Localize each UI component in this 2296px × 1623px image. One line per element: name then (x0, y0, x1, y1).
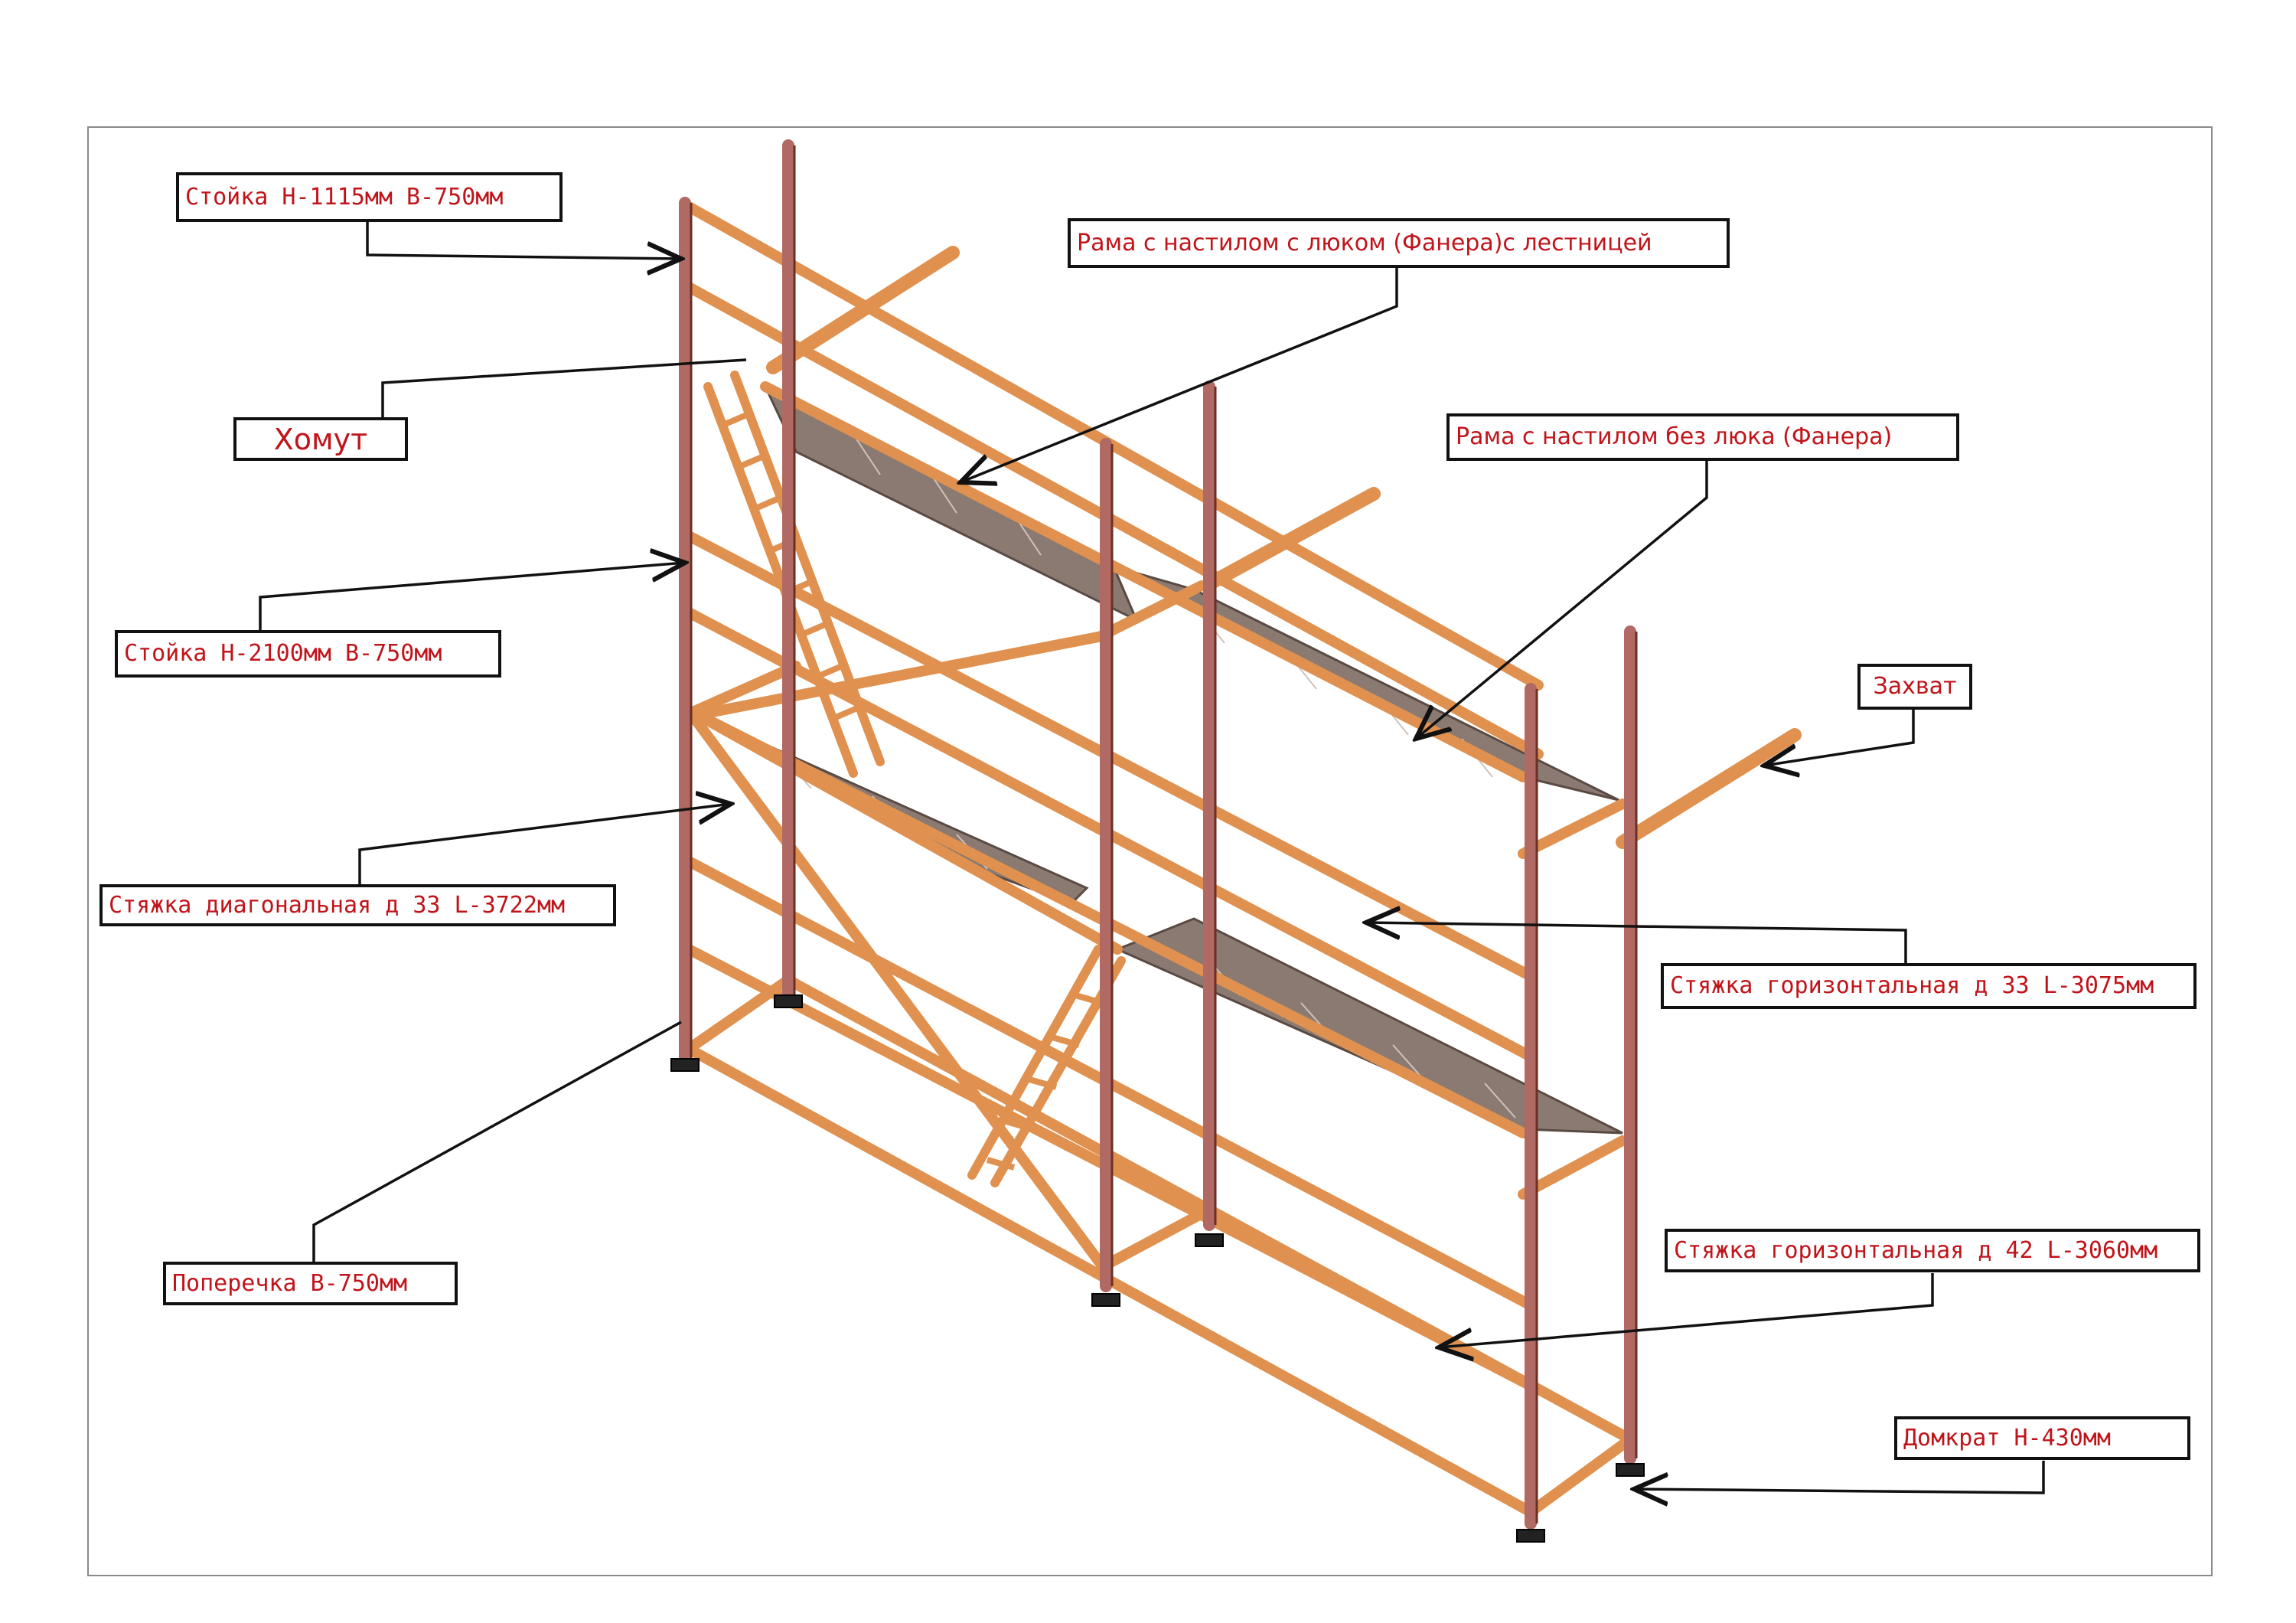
leader-horiz-brace-33 (1366, 923, 1907, 966)
label-clamp: Хомут (233, 417, 408, 461)
label-diag-brace: Стяжка диагональная д 33 L-3722мм (99, 884, 616, 926)
leader-jack (1634, 1461, 2045, 1493)
leader-diag-brace (358, 804, 731, 888)
ladder-rungs (722, 410, 1104, 1171)
leader-grip (1764, 708, 1915, 766)
label-horiz-brace-33: Стяжка горизонтальная д 33 L-3075мм (1661, 963, 2197, 1009)
diagonal-braces (687, 630, 1111, 1276)
drawing-border (87, 126, 2213, 1576)
label-frame-hatch: Рама с настилом с люком (Фанера)с лестни… (1068, 218, 1730, 268)
label-jack: Домкрат Н-430мм (1894, 1416, 2190, 1460)
leader-frame-hatch (960, 268, 1398, 482)
leader-clamp (381, 358, 747, 419)
leader-horiz-brace-42 (1439, 1273, 1934, 1347)
label-stand-2100: Стойка Н-2100мм В-750мм (115, 630, 501, 678)
post-edges (690, 145, 1638, 1523)
leader-frame-no-hatch (1416, 459, 1708, 739)
leader-lines (259, 220, 2045, 1493)
label-stand-1115: Стойка Н-1115мм В-750мм (176, 172, 563, 222)
leader-stand-2100 (259, 563, 685, 633)
label-frame-no-hatch: Рама с настилом без люка (Фанера) (1446, 413, 1959, 461)
label-horiz-brace-42: Стяжка горизонтальная д 42 L-3060мм (1665, 1229, 2200, 1272)
deck-lower-right (1114, 917, 1623, 1135)
label-crossbar: Поперечка В-750мм (163, 1262, 458, 1305)
label-grip: Захват (1857, 664, 1972, 710)
leader-crossbar (312, 1020, 682, 1263)
leader-stand-1115 (366, 220, 681, 259)
posts (679, 139, 1636, 1530)
